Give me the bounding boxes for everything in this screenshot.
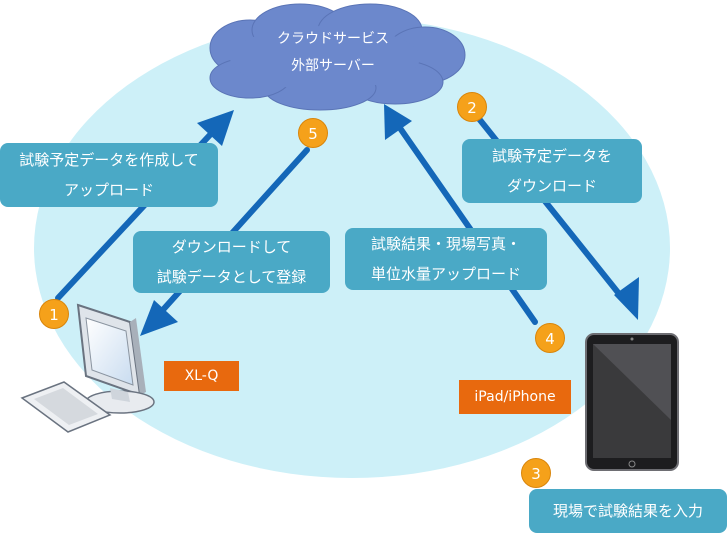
create-upload-line-1: 試験予定データを作成して — [19, 151, 199, 169]
tablet-icon — [585, 333, 679, 471]
step-badge-1: 1 — [39, 299, 69, 329]
cloud-line-2: 外部サーバー — [291, 58, 375, 74]
step-badge-3: 3 — [521, 458, 551, 488]
arrowhead-up-right — [384, 104, 412, 140]
tablet-device-tag: iPad/iPhone — [459, 380, 571, 414]
pc-icon — [20, 303, 155, 433]
create-upload-box: 試験予定データを作成して アップロード — [0, 143, 218, 207]
arrowhead-up-left — [197, 110, 234, 146]
download-register-box: ダウンロードして 試験データとして登録 — [133, 231, 330, 293]
pc-software-tag: XL-Q — [164, 361, 239, 391]
results-upload-box: 試験結果・現場写真・ 単位水量アップロード — [345, 228, 547, 290]
arrowhead-down-left — [140, 300, 178, 336]
cloud-shape — [209, 3, 466, 111]
download-register-line-1: ダウンロードして — [171, 238, 292, 256]
download-test-line-2: ダウンロード — [506, 177, 597, 195]
download-test-box: 試験予定データを ダウンロード — [462, 139, 642, 203]
step-badge-4: 4 — [535, 323, 565, 353]
results-upload-line-2: 単位水量アップロード — [370, 265, 521, 283]
download-test-line-1: 試験予定データを — [491, 147, 612, 165]
download-register-line-2: 試験データとして登録 — [156, 268, 307, 286]
step-badge-5: 5 — [298, 118, 328, 148]
cloud-label: クラウドサービス 外部サーバー — [253, 26, 413, 80]
create-upload-line-2: アップロード — [63, 181, 154, 199]
arrowhead-down-right — [614, 277, 639, 320]
cloud-line-1: クラウドサービス — [277, 31, 389, 47]
results-upload-line-1: 試験結果・現場写真・ — [370, 235, 521, 253]
step-badge-2: 2 — [457, 92, 487, 122]
field-input-box: 現場で試験結果を入力 — [529, 489, 727, 533]
